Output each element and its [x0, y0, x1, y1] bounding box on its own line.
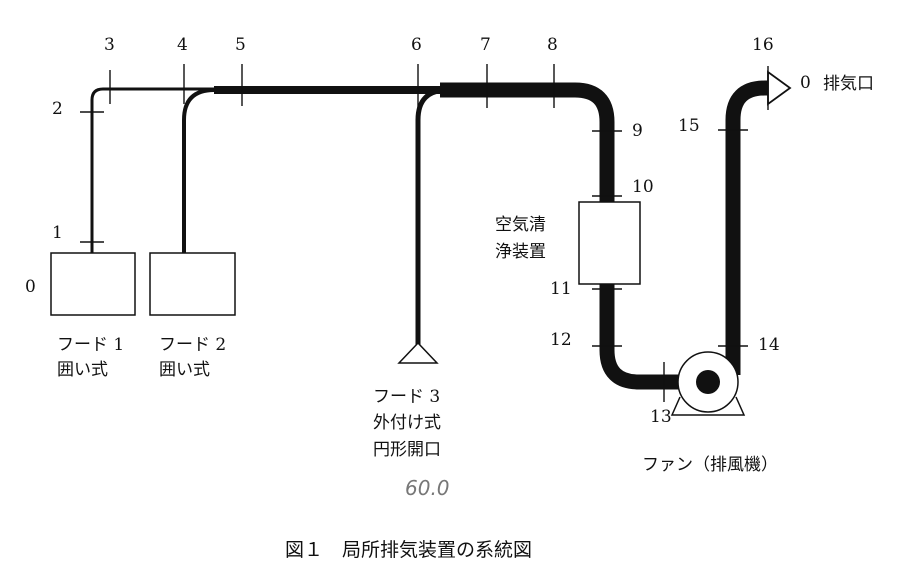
hood-3-opening: 円形開口	[373, 440, 441, 460]
hood-2-type: 囲い式	[159, 360, 210, 380]
point-label-11: 11	[550, 279, 572, 299]
duct-exhaust-stack	[725, 80, 773, 375]
point-label-10: 10	[632, 177, 654, 197]
fan-symbol	[670, 351, 746, 416]
air-cleaner-label-2: 浄装置	[495, 242, 546, 262]
exhaust-outlet-arrow	[767, 70, 792, 106]
point-label-4: 4	[177, 35, 188, 55]
hood-2-name: フード 2	[159, 335, 226, 355]
hood-3-name: フード 3	[373, 387, 440, 407]
point-label-13: 13	[650, 407, 672, 427]
point-label-9: 9	[632, 121, 643, 141]
figure-caption: 図１ 局所排気装置の系統図	[285, 539, 532, 561]
point-label-14: 14	[758, 335, 780, 355]
hood-1-name: フード 1	[57, 335, 124, 355]
duct-hood-3	[415, 87, 460, 348]
exhaust-outlet-label: 排気口	[823, 74, 874, 94]
point-label-0: 0	[25, 277, 36, 297]
handwritten-note: 60.0	[405, 476, 450, 500]
air-cleaner-box	[578, 201, 641, 285]
hood-2-box	[149, 252, 236, 316]
point-label-2: 2	[52, 99, 63, 119]
point-label-6: 6	[411, 35, 422, 55]
point-label-8: 8	[547, 35, 558, 55]
hood-3-type: 外付け式	[373, 413, 441, 433]
point-label-7: 7	[480, 35, 491, 55]
point-label-16: 16	[752, 35, 774, 55]
point-label-12: 12	[550, 330, 572, 350]
point-label-outlet-0: 0	[800, 73, 811, 93]
point-label-5: 5	[235, 35, 246, 55]
point-label-3: 3	[104, 35, 115, 55]
duct-hood-2	[182, 88, 230, 253]
fan-label: ファン（排風機）	[642, 455, 778, 475]
point-label-15: 15	[678, 116, 700, 136]
point-label-1: 1	[52, 223, 63, 243]
hood-3-triangle	[397, 341, 439, 364]
air-cleaner-label-1: 空気清	[495, 215, 546, 235]
duct-hood-1	[90, 87, 222, 253]
hood-1-box	[50, 252, 136, 316]
hood-1-type: 囲い式	[57, 360, 108, 380]
